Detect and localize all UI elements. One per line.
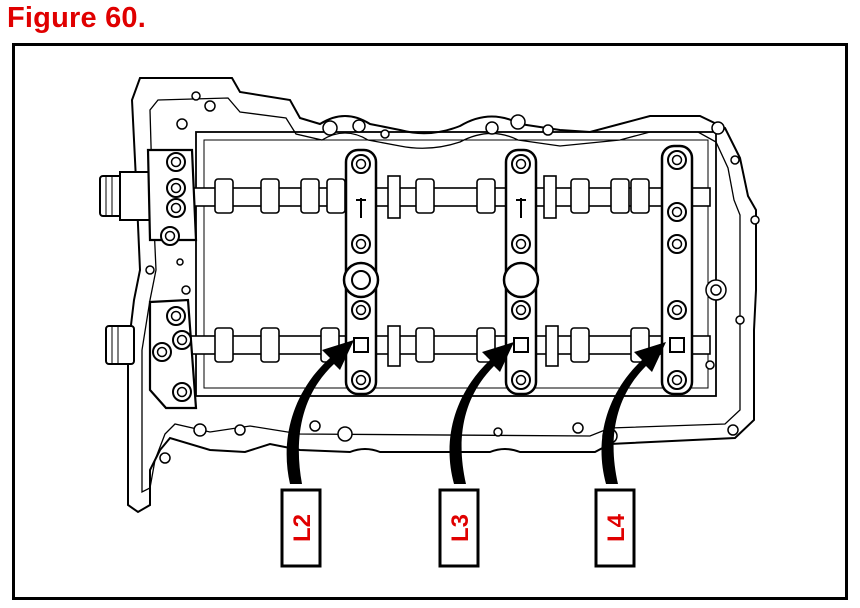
label-l4: L4: [603, 513, 630, 542]
camshaft-upper: [99, 148, 711, 246]
label-l2: L2: [289, 514, 316, 542]
callout-label-l3: L3: [438, 488, 480, 568]
callout-arrow-l4: [601, 342, 666, 484]
figure-title: Figure 60.: [7, 2, 146, 34]
bearing-cap-l2: [342, 148, 380, 396]
bearing-cap-l4: [660, 144, 694, 396]
gasket-line: [141, 97, 741, 494]
label-l3: L3: [447, 514, 474, 542]
callout-label-l2: L2: [280, 488, 322, 568]
callout-arrow-l2: [286, 340, 354, 484]
callout-label-l4: L4: [594, 488, 636, 568]
cam-carrier: [195, 131, 717, 397]
callout-arrow-l3: [449, 342, 514, 484]
head-outline: [127, 77, 757, 514]
camshaft-lower: [105, 298, 711, 410]
bearing-cap-l3: [502, 148, 540, 396]
